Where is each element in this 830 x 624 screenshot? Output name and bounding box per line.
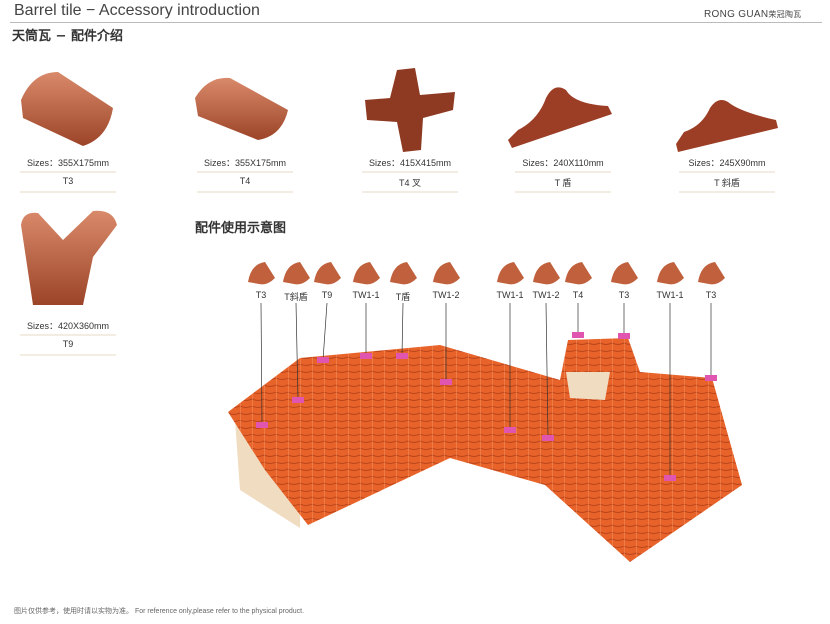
accessory-tile-icon: [657, 262, 684, 285]
barrel-tile-image: [21, 72, 113, 146]
accessory-tile-icon: [314, 262, 341, 285]
product-name: T4: [239, 176, 251, 186]
accessory-marker: [396, 353, 408, 359]
accessory-marker: [360, 353, 372, 359]
accessory-label: TW1-1: [656, 290, 684, 300]
roof-surface: [228, 338, 742, 562]
leader-line: [401, 302, 404, 357]
leader-line: [545, 302, 549, 439]
product-card-t4-cross: Sizes：415X415mm T4 叉: [350, 60, 470, 196]
accessory-label: TW1-1: [352, 290, 380, 300]
accessory-tile-icon: [390, 262, 417, 285]
accessory-label: T斜盾: [284, 292, 308, 302]
accessory-tile-icon: [283, 262, 310, 285]
product-card-t3: Sizes：355X175mm T3: [8, 60, 128, 196]
product-card-t9: Sizes：420X360mm T9: [8, 205, 128, 359]
leader-line: [322, 302, 328, 361]
accessory-marker: [542, 435, 554, 441]
accessory-tile-icon: [565, 262, 592, 285]
brand-name: RONG GUAN: [704, 9, 769, 20]
roof-diagram: [228, 262, 742, 562]
product-name: T 盾: [554, 178, 572, 188]
accessory-marker: [256, 422, 268, 428]
footer-disclaimer: 图片仅供参考，使用时请以实物为准。 For reference only,ple…: [14, 608, 305, 615]
diagram-title: 配件使用示意图: [195, 221, 287, 236]
accessory-tile-icon: [533, 262, 560, 285]
leader-line: [260, 302, 263, 426]
product-size: Sizes：245X90mm: [688, 158, 766, 168]
accessory-label: T4: [572, 290, 584, 300]
brand-name-cn: 荣冠陶瓦: [768, 10, 802, 19]
accessory-marker: [705, 375, 717, 381]
accessory-label: T盾: [395, 292, 411, 302]
accessory-marker: [504, 427, 516, 433]
t-junction-tile-image: [21, 210, 117, 305]
accessory-label: TW1-1: [496, 290, 524, 300]
accessory-marker: [292, 397, 304, 403]
accessory-tile-icon: [433, 262, 460, 285]
accessory-marker: [572, 332, 584, 338]
cross-tile-image: [365, 68, 455, 152]
product-card-t-shield: Sizes：240X110mm T 盾: [503, 60, 623, 196]
header-divider: [10, 22, 822, 23]
product-name: T3: [62, 176, 74, 186]
product-name: T 斜盾: [714, 178, 740, 188]
product-size: Sizes：355X175mm: [26, 158, 110, 168]
barrel-tile-image: [195, 77, 288, 140]
product-name: T9: [62, 339, 74, 349]
accessory-label: T3: [705, 290, 717, 300]
accessory-tile-icon: [353, 262, 380, 285]
product-size: Sizes：420X360mm: [26, 321, 110, 331]
product-size: Sizes：355X175mm: [203, 158, 287, 168]
product-name: T4 叉: [398, 178, 421, 188]
accessory-label: T9: [321, 290, 333, 300]
accessory-tile-icon: [248, 262, 275, 285]
product-size: Sizes：415X415mm: [368, 158, 452, 168]
accessory-marker: [440, 379, 452, 385]
accessory-label: TW1-2: [532, 290, 560, 300]
brand-logo: RONG GUAN荣冠陶瓦: [704, 9, 802, 20]
shield-tile-image: [508, 87, 612, 148]
accessory-marker: [317, 357, 329, 363]
accessory-label: T3: [618, 290, 630, 300]
accessory-marker: [664, 475, 676, 481]
dormer-window: [566, 372, 610, 400]
leader-line: [295, 302, 299, 401]
product-card-t-slant-shield: Sizes：245X90mm T 斜盾: [667, 60, 787, 196]
page-title: Barrel tile − Accessory introduction: [14, 2, 260, 19]
product-card-t4: Sizes：355X175mm T4: [185, 60, 305, 196]
page-subtitle: 天筒瓦 − 配件介绍: [12, 29, 123, 44]
accessory-label: TW1-2: [432, 290, 460, 300]
slant-shield-tile-image: [676, 100, 778, 152]
product-size: Sizes：240X110mm: [522, 158, 604, 168]
accessory-tile-icon: [497, 262, 524, 285]
accessory-tile-icon: [698, 262, 725, 285]
accessory-marker: [618, 333, 630, 339]
accessory-label: T3: [255, 290, 267, 300]
accessory-tile-icon: [611, 262, 638, 285]
